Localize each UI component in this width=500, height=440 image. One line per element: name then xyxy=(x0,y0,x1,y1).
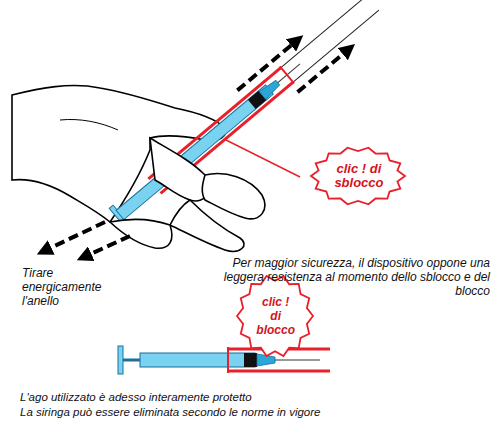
guide-rail xyxy=(281,0,367,68)
disposal-note: La siringa può essere eliminata secondo … xyxy=(20,405,490,419)
pull-arrow xyxy=(84,236,130,257)
safety-sleeve xyxy=(228,370,330,373)
callout-text-group: clic ! di sblocco xyxy=(333,162,384,190)
syringe-protected xyxy=(118,346,330,374)
plunger-rod xyxy=(123,359,140,362)
needle xyxy=(278,64,300,83)
callout-text-group: clic ! di blocco xyxy=(256,295,296,337)
middle-finger xyxy=(202,174,265,219)
push-arrow xyxy=(298,49,349,92)
hand-crease xyxy=(60,119,118,130)
callout-burst-outline xyxy=(237,276,313,356)
syringe-barrel xyxy=(140,353,255,367)
needle xyxy=(275,360,320,361)
callout-text: clic ! di sblocco xyxy=(333,162,384,190)
leader-line xyxy=(224,139,300,177)
callout-burst-outline xyxy=(311,148,405,205)
pull-arrow xyxy=(44,222,105,251)
index-finger xyxy=(150,138,209,201)
safety-note: Per maggior sicurezza, il dispositivo op… xyxy=(190,256,490,298)
guide-rail xyxy=(293,10,379,82)
plunger-stopper xyxy=(244,353,257,367)
push-arrow xyxy=(237,40,297,90)
click-callout: clic ! di sblocco xyxy=(309,145,407,207)
hand-fingers xyxy=(110,138,265,251)
instruction-note: Tirare energicamente l'anello xyxy=(22,266,122,308)
click-callout: clic ! di blocco xyxy=(235,273,315,359)
safety-sleeve xyxy=(227,347,229,373)
ring-finger xyxy=(170,200,244,251)
callout-text: clic ! di blocco xyxy=(256,295,296,337)
little-finger xyxy=(110,219,172,248)
safety-sleeve xyxy=(280,66,294,83)
plunger-flange xyxy=(118,346,123,374)
result-note: L'ago utilizzato è adesso interamente pr… xyxy=(20,390,490,404)
